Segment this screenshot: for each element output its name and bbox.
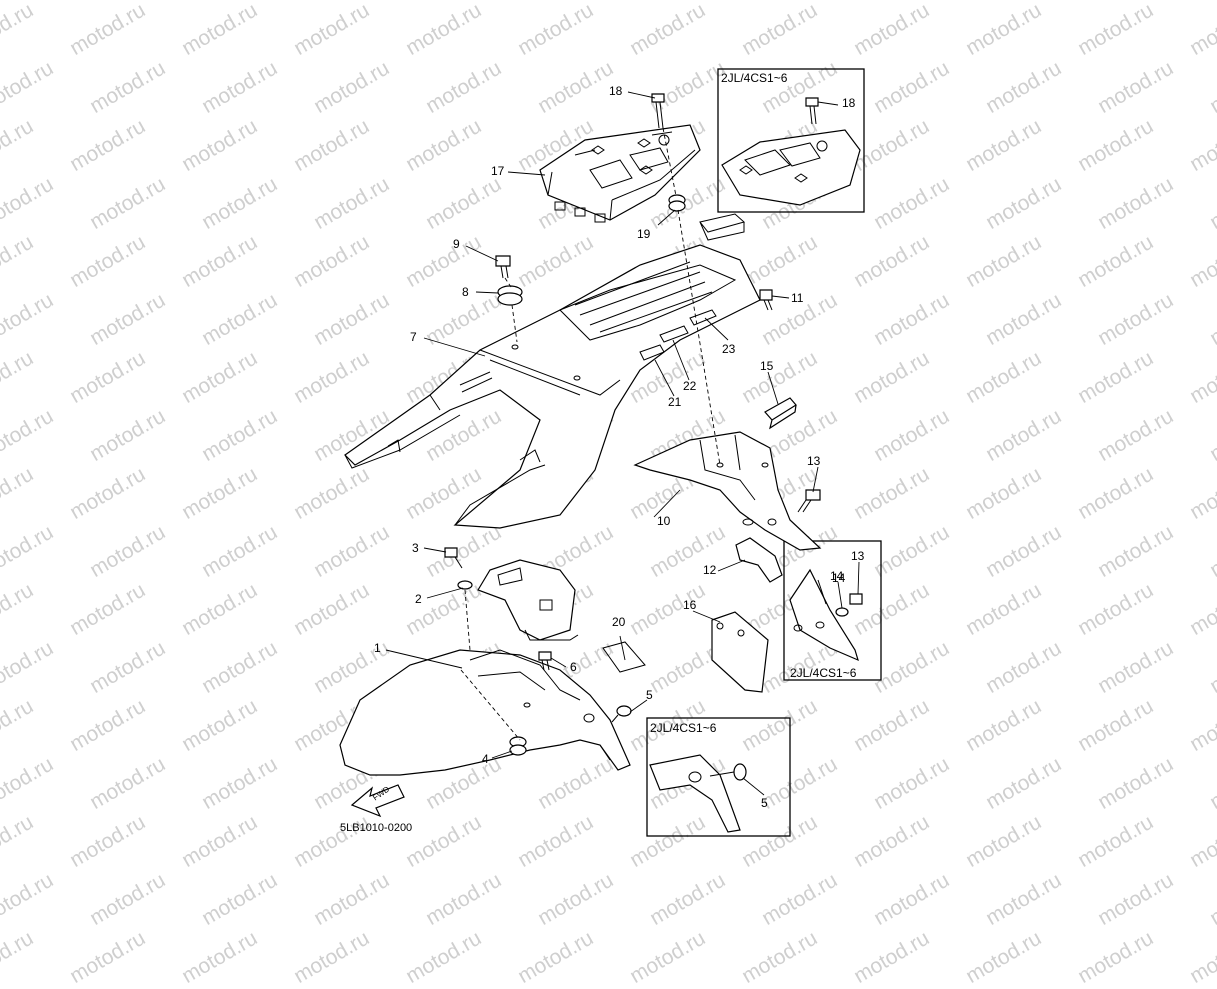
parts-diagram xyxy=(339,68,882,837)
inset-callout-13: 13 xyxy=(851,549,865,563)
decal-20-part xyxy=(602,641,646,673)
label-plate-part xyxy=(699,213,746,241)
callout-16: 16 xyxy=(683,598,697,612)
bolt-5-part xyxy=(611,705,632,723)
inset-callout-18: 18 xyxy=(842,96,856,110)
callout-17: 17 xyxy=(491,164,505,178)
inset-callout-5: 5 xyxy=(761,796,768,810)
inset-mid-right-drawing xyxy=(789,568,863,662)
leader-lines xyxy=(385,91,860,796)
callout-20: 20 xyxy=(612,615,626,629)
callout-9: 9 xyxy=(453,237,460,251)
watermark-text: motod.ru xyxy=(961,926,1046,988)
carrier-rack-part xyxy=(539,124,701,223)
reflector-15-part xyxy=(764,397,797,430)
callout-5: 5 xyxy=(646,688,653,702)
decal-22-part xyxy=(659,325,689,343)
fwd-arrow-icon xyxy=(350,784,405,818)
watermark-text: motod.ru xyxy=(625,926,710,988)
watermark-text: motod.ru xyxy=(849,926,934,988)
front-bracket-part xyxy=(457,559,579,641)
bolt-6-part xyxy=(538,651,552,671)
callout-23: 23 xyxy=(722,342,736,356)
decal-23-part xyxy=(689,309,717,326)
bolt-18-part xyxy=(651,93,665,129)
front-fender-part xyxy=(339,649,631,776)
grommet-8-part xyxy=(497,285,523,306)
callout-2: 2 xyxy=(415,592,422,606)
inset-bottom-right-title: 2JL/4CS1~6 xyxy=(650,721,717,735)
bolt-11-part xyxy=(759,289,773,311)
watermark-text: motod.ru xyxy=(177,926,262,988)
callout-7: 7 xyxy=(410,330,417,344)
bolt-3-part xyxy=(444,547,463,569)
callout-21: 21 xyxy=(668,395,682,409)
bolt-13-part xyxy=(797,489,821,513)
callout-3: 3 xyxy=(412,541,419,555)
watermark-text: motod.ru xyxy=(0,926,38,988)
watermark-text: motod.ru xyxy=(65,926,150,988)
inset-top-right-drawing xyxy=(721,97,861,206)
callout-18: 18 xyxy=(609,84,623,98)
inset-bottom-right-drawing xyxy=(649,754,747,833)
rear-flap-part xyxy=(633,431,822,551)
nut-4-part xyxy=(509,736,527,756)
watermark-text: motod.ru xyxy=(737,926,822,988)
decal-21-part xyxy=(639,344,665,361)
callout-1: 1 xyxy=(374,641,381,655)
callout-14: 14 xyxy=(830,569,844,583)
callout-11: 11 xyxy=(791,291,804,305)
callout-6: 6 xyxy=(570,660,577,674)
inset-callout-14: 14 xyxy=(832,571,846,585)
bolt-9-part xyxy=(495,255,511,279)
callout-4: 4 xyxy=(482,752,489,766)
callout-12: 12 xyxy=(703,563,717,577)
watermark-text: motod.ru xyxy=(401,926,486,988)
diagram-code: 5LB1010-0200 xyxy=(340,822,413,834)
watermark-text: motod.ru xyxy=(513,926,598,988)
callout-19: 19 xyxy=(637,227,651,241)
watermark-text: motod.ru xyxy=(1185,926,1217,988)
callout-10: 10 xyxy=(657,514,671,528)
washer-19-part xyxy=(668,194,686,212)
callout-8: 8 xyxy=(462,285,469,299)
inset-box-mid-right xyxy=(783,540,882,681)
callout-15: 15 xyxy=(760,359,774,373)
plate-16-part xyxy=(711,611,769,693)
watermark-text: motod.ru xyxy=(289,926,374,988)
inset-mid-right-title: 2JL/4CS1~6 xyxy=(790,666,857,680)
inset-top-right-title: 2JL/4CS1~6 xyxy=(721,71,788,85)
inset-box-bottom-right xyxy=(646,717,791,837)
inset-box-top-right xyxy=(717,68,865,213)
watermark-text: motod.ru xyxy=(1073,926,1158,988)
callout-13: 13 xyxy=(807,454,821,468)
callout-22: 22 xyxy=(683,379,697,393)
bracket-12-part xyxy=(735,537,783,583)
rear-fender-part xyxy=(344,244,761,529)
